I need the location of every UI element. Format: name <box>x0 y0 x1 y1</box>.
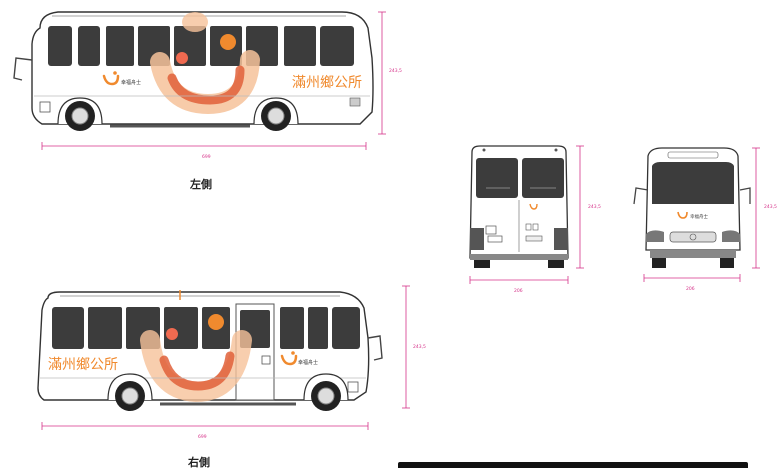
front-logo-text: 幸福舟士 <box>690 213 708 220</box>
right-side-view: 滿州鄉公所 幸福舟士 699 243,5 <box>37 285 426 440</box>
rear-view: 206 243,5 <box>469 145 601 294</box>
bus-logo-right: 幸福舟士 <box>261 351 318 366</box>
dimension-height-front: 243,5 <box>752 147 777 269</box>
caption-left-side: 左側 <box>190 178 212 191</box>
dimension-height-right: 243,5 <box>402 285 426 409</box>
dimension-height-rear: 243,5 <box>576 145 601 269</box>
swirl-graphic-right <box>140 290 252 403</box>
width-label-front: 206 <box>686 286 695 292</box>
rear-logo <box>529 203 538 210</box>
length-label-left: 699 <box>202 154 211 160</box>
height-label-rear: 243,5 <box>588 204 601 210</box>
height-label-left: 243,5 <box>389 68 402 74</box>
front-view: 幸福舟士 206 243,5 <box>633 147 777 292</box>
bus-logo-text-left: 幸福舟士 <box>121 79 141 86</box>
length-label-right: 699 <box>198 434 207 440</box>
office-name-right: 滿州鄉公所 <box>48 357 118 373</box>
dimension-length-left: 699 <box>41 142 367 160</box>
front-logo: 幸福舟士 <box>677 211 708 220</box>
bottom-bar <box>398 462 748 468</box>
caption-right-side: 右側 <box>188 456 210 469</box>
dimension-width-rear: 206 <box>469 276 569 294</box>
dimension-width-front: 206 <box>643 274 741 292</box>
height-label-front: 243,5 <box>764 204 777 210</box>
bus-logo-text-right: 幸福舟士 <box>298 359 318 366</box>
height-label-right: 243,5 <box>413 344 426 350</box>
office-name-left: 滿州鄉公所 <box>292 75 362 91</box>
width-label-rear: 206 <box>514 288 523 294</box>
dimension-height-left: 243,5 <box>378 11 402 135</box>
bus-logo-left: 幸福舟士 <box>102 71 141 86</box>
dimension-length-right: 699 <box>41 422 369 440</box>
left-side-view: 幸福舟士 滿州鄉公所 699 243,5 <box>13 11 402 160</box>
swirl-graphic-left <box>150 12 260 115</box>
